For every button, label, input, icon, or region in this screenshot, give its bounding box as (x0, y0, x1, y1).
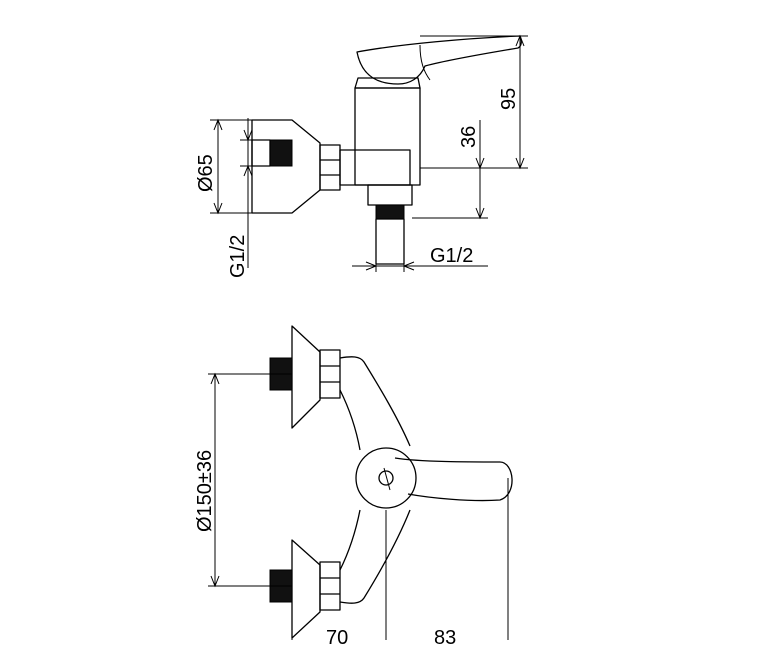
side-lever-handle (356, 35, 522, 85)
dim-label-95: 95 (498, 88, 520, 110)
dim-label-36: 36 (458, 126, 480, 148)
dim-label-outlet-g12: G1/2 (430, 245, 473, 267)
front-control-knob (378, 470, 394, 486)
dim-label-83: 83 (434, 627, 456, 649)
front-upper-flange (291, 325, 321, 429)
side-body-connector (339, 149, 411, 186)
front-lower-flange (291, 539, 321, 639)
side-inlet-pipe (251, 139, 271, 167)
side-outlet-thread (375, 204, 405, 220)
side-outlet-nut (367, 184, 413, 206)
front-lever-handle (394, 457, 513, 502)
front-body-lower-arm (339, 509, 411, 604)
front-body-upper-arm (339, 356, 411, 451)
dim-label-70: 70 (326, 627, 348, 649)
front-view: Ø150±36 70 83 (194, 325, 513, 649)
front-cartridge-disc (355, 447, 417, 509)
side-lever-detail (419, 44, 431, 81)
side-view: 95 36 G1/2 Ø65 G1/2 (195, 34, 528, 278)
front-lower-nut (319, 561, 341, 611)
dim-label-d65: Ø65 (195, 154, 217, 192)
side-outlet-pipe (375, 218, 405, 265)
dim-label-d150: Ø150±36 (194, 450, 216, 532)
side-cartridge-neck (354, 77, 421, 89)
side-inlet-thread (269, 139, 293, 167)
dim-label-inlet-g12: G1/2 (227, 235, 249, 278)
front-upper-nut (319, 349, 341, 399)
side-hex-nut (319, 144, 341, 191)
